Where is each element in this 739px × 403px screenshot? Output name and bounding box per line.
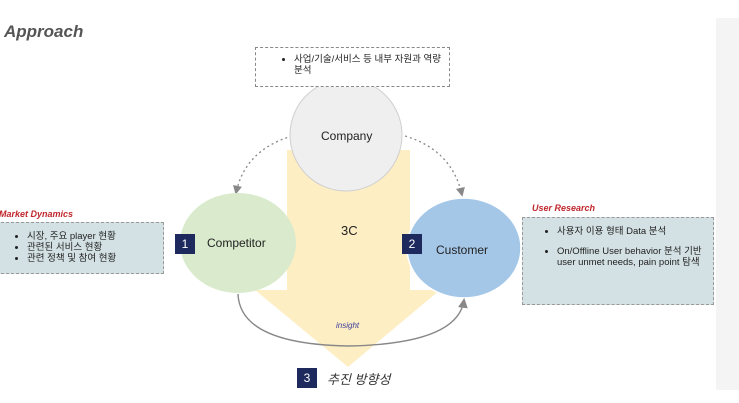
solid-arc-arrow (237, 293, 468, 347)
competitor-circle (180, 193, 296, 293)
direction-label: 추진 방향성 (327, 372, 391, 387)
company-notes-box: 사업/기술/서비스 등 내부 자원과 역량 분석 (255, 47, 450, 87)
market-note: 관련 정책 및 참여 현황 (27, 253, 159, 264)
competitor-number-badge: 1 (175, 234, 195, 254)
market-dynamics-box: 시장, 주요 player 현황 관련된 서비스 현황 관련 정책 및 참여 현… (0, 222, 164, 274)
user-research-box: 사용자 이용 형태 Data 분석 On/Offline User behavi… (522, 217, 714, 305)
competitor-label: Competitor (207, 236, 266, 250)
company-note: 사업/기술/서비스 등 내부 자원과 역량 분석 (294, 54, 443, 76)
customer-number-badge: 2 (402, 234, 422, 254)
market-note: 관련된 서비스 현황 (27, 242, 159, 253)
research-note: On/Offline User behavior 분석 기반 user unme… (557, 246, 707, 268)
down-arrow-shape (255, 150, 440, 367)
research-note: 사용자 이용 형태 Data 분석 (557, 226, 707, 237)
center-3c-label: 3C (341, 223, 358, 238)
market-dynamics-title: Market Dynamics (0, 209, 74, 219)
company-label: Company (321, 129, 373, 143)
right-edge-panel (716, 18, 739, 390)
customer-label: Customer (436, 243, 489, 257)
insight-label: insight (336, 321, 360, 330)
page-title: Approach (4, 22, 84, 41)
dotted-arc-arrow-left (233, 135, 293, 195)
direction-number-badge: 3 (297, 368, 317, 388)
user-research-title: User Research (532, 203, 596, 213)
dotted-arc-arrow-right (404, 135, 465, 197)
market-note: 시장, 주요 player 현황 (27, 231, 159, 242)
